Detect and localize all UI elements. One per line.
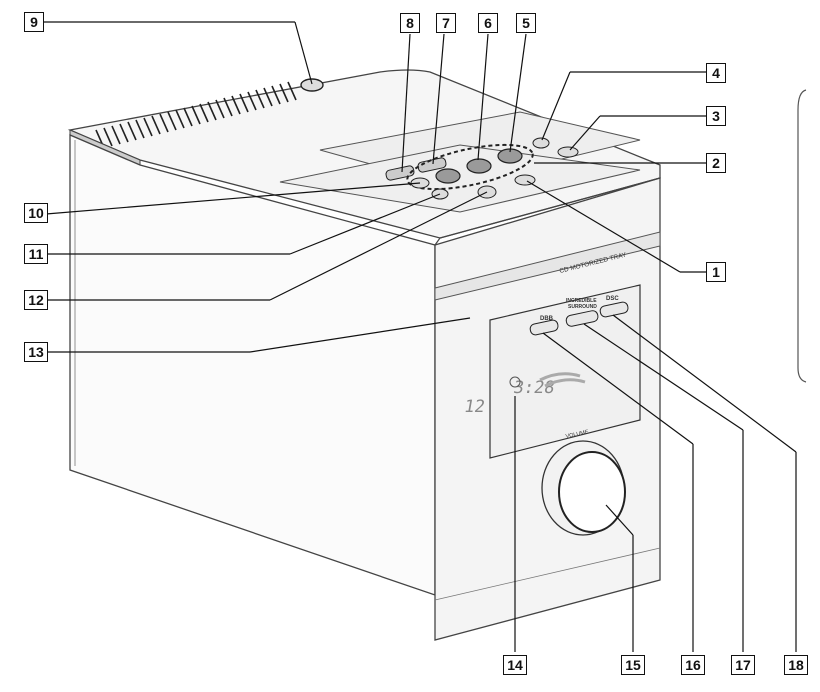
- vent-grille: [95, 81, 297, 149]
- callout-12: 12: [24, 290, 48, 310]
- incredible-label: INCREDIBLE: [566, 298, 597, 304]
- callout-17: 17: [731, 655, 755, 675]
- callout-16: 16: [681, 655, 705, 675]
- surround-label: SURROUND: [568, 304, 597, 310]
- leader-lines: [44, 21, 797, 652]
- callout-1: 1: [706, 262, 726, 282]
- callout-2: 2: [706, 153, 726, 173]
- button-3: [557, 146, 579, 158]
- incredible-surround-button: [565, 310, 599, 327]
- source-button-1: [435, 168, 461, 184]
- callout-6: 6: [478, 13, 498, 33]
- button-4: [532, 137, 550, 149]
- cd-tray-slot: [434, 231, 661, 301]
- callout-5: 5: [516, 13, 536, 33]
- control-panel-front: [279, 144, 641, 213]
- source-button-2: [466, 158, 492, 174]
- base-line: [434, 547, 661, 601]
- callout-18: 18: [784, 655, 808, 675]
- side-unit-outline: [797, 89, 807, 383]
- callout-14: 14: [503, 655, 527, 675]
- callout-8: 8: [400, 13, 420, 33]
- volume-label: VOLUME: [565, 429, 589, 440]
- display-time: 3:28: [512, 378, 556, 398]
- display-window: [489, 284, 641, 459]
- callout-13: 13: [24, 342, 48, 362]
- callout-15: 15: [621, 655, 645, 675]
- front-top-edge: [434, 177, 661, 246]
- button-group-outline: [406, 143, 534, 191]
- callout-7: 7: [436, 13, 456, 33]
- volume-knob: [558, 451, 626, 533]
- dbb-button: [529, 319, 559, 336]
- power-button: [300, 78, 324, 92]
- display-segments: [539, 372, 586, 388]
- callout-9: 9: [24, 12, 44, 32]
- callout-3: 3: [706, 106, 726, 126]
- dsc-button: [599, 301, 629, 318]
- callout-11: 11: [24, 244, 48, 264]
- display-icon: [509, 376, 521, 388]
- callout-10: 10: [24, 203, 48, 223]
- callout-4: 4: [706, 63, 726, 83]
- dsc-label: DSC: [606, 296, 619, 302]
- dbb-label: DBB: [540, 316, 554, 322]
- display-track: 12: [462, 397, 486, 417]
